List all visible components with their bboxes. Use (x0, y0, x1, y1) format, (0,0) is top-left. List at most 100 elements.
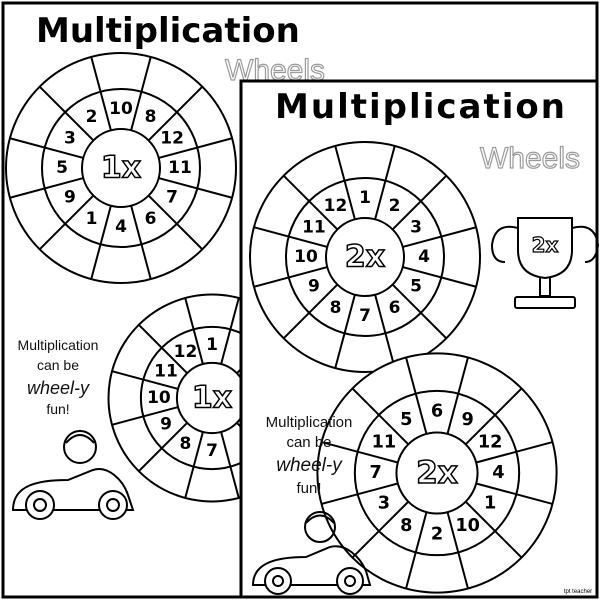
wheel-spoke (334, 294, 356, 369)
wheel-spoke (374, 294, 396, 369)
wheel-spoke (111, 370, 179, 390)
slogan-line: wheel-y (276, 455, 343, 476)
wheel-spoke (475, 482, 553, 505)
back-page-title: Multiplication (36, 11, 300, 51)
wheel-spoke (130, 205, 152, 280)
wheel-number: 6 (389, 298, 401, 318)
wheel-spoke (464, 500, 523, 559)
wheel-number: 10 (109, 99, 133, 119)
trophy-label: 2x (532, 233, 559, 257)
wheel-spoke (9, 137, 84, 159)
wheel-number: 7 (359, 306, 371, 326)
wheel-number: 5 (410, 277, 422, 297)
wheel-spoke (90, 56, 112, 131)
wheel-spoke (402, 226, 477, 248)
wheel-number: 10 (294, 247, 318, 267)
wheel-number: 5 (56, 158, 68, 178)
wheel-hub (395, 431, 479, 515)
front-page-title: Multiplication (275, 87, 565, 127)
wheel-spoke (321, 482, 399, 505)
wheel-spoke (446, 357, 469, 435)
wheel-number: 8 (330, 298, 342, 318)
wheel-number: 12 (160, 129, 184, 149)
slogan-line: can be (37, 357, 79, 373)
wheel-number: 2 (389, 196, 401, 216)
wheel-number: 8 (400, 516, 412, 536)
wheel-spoke (138, 422, 188, 472)
wheel-spoke (405, 511, 428, 589)
slogan-line: fun! (46, 401, 69, 417)
wheel-center-label: 2x (345, 240, 385, 275)
wheel-spoke (38, 194, 95, 251)
wheel-spoke (405, 357, 428, 435)
wheel-number: 7 (166, 188, 178, 208)
wheel-number: 5 (400, 410, 412, 430)
wheel-number: 9 (462, 410, 474, 430)
wheel-spoke (147, 194, 204, 251)
wheel-number: 8 (180, 434, 192, 454)
wheel-number: 8 (145, 107, 157, 127)
wheel-spoke (147, 85, 204, 142)
wheel-number: 11 (372, 432, 397, 452)
back-slogan: Multiplication can be wheel-y fun! (18, 337, 99, 417)
wheel-number: 9 (64, 188, 76, 208)
wheel-spoke (130, 56, 152, 131)
wheel-spoke (220, 431, 240, 499)
front-page-subtitle: Wheels (480, 142, 580, 175)
wheel-spoke (253, 266, 328, 288)
wheel-spoke (446, 511, 469, 589)
wheel-spoke (321, 441, 399, 464)
wheel-number: 1 (359, 188, 371, 208)
wheel-center-label: 1x (101, 151, 141, 186)
wheel-spoke (253, 226, 328, 248)
wheel-spoke (38, 85, 95, 142)
wheel-spoke (351, 387, 410, 446)
wheel-spoke (464, 387, 523, 446)
wheel-spoke (138, 324, 188, 374)
wheel-number: 1 (484, 494, 496, 514)
wheel-number: 3 (378, 494, 390, 514)
wheel-number: 4 (418, 247, 430, 267)
wheel-number: 9 (308, 277, 320, 297)
wheel-number: 6 (431, 402, 443, 422)
wheel-middle-ring (285, 177, 445, 337)
race-car-illustration (251, 511, 372, 595)
brand-logo: tpt teacher (564, 589, 592, 595)
wheel-spoke (391, 174, 448, 231)
slogan-line: fun! (296, 480, 321, 497)
wheel-spoke (184, 431, 204, 499)
wheel-spoke (374, 145, 396, 220)
wheel-number: 10 (455, 516, 480, 536)
wheel-spoke (184, 297, 204, 365)
wheel-number: 6 (145, 209, 157, 229)
wheel-spoke (402, 266, 477, 288)
wheel-number: 11 (168, 158, 192, 178)
wheel-middle-ring (41, 88, 201, 248)
wheel-spoke (158, 177, 233, 199)
wheel-spoke (158, 137, 233, 159)
wheel-spoke (282, 283, 339, 340)
wheel-spoke (9, 177, 84, 199)
wheel-number: 10 (147, 388, 171, 408)
wheel-center-label: 2x (416, 455, 458, 491)
wheel-spoke (351, 500, 410, 559)
slogan-line: Multiplication (266, 414, 353, 431)
wheel-number: 1 (206, 335, 218, 355)
wheel-spoke (475, 441, 553, 464)
trophy-illustration: 2x (490, 217, 600, 309)
wheel-spoke (391, 283, 448, 340)
wheel-number: 12 (324, 196, 348, 216)
wheel-number: 2 (431, 524, 443, 544)
front-slogan: Multiplication can be wheel-y fun! (266, 414, 353, 497)
slogan-line: can be (286, 434, 331, 451)
wheel-number: 9 (160, 415, 172, 435)
wheel-number: 12 (478, 432, 503, 452)
wheel-spoke (334, 145, 356, 220)
wheel-spoke (111, 406, 179, 426)
wheel-spoke (90, 205, 112, 280)
wheel-number: 2 (86, 107, 98, 127)
wheel-center-label: 1x (192, 381, 232, 416)
